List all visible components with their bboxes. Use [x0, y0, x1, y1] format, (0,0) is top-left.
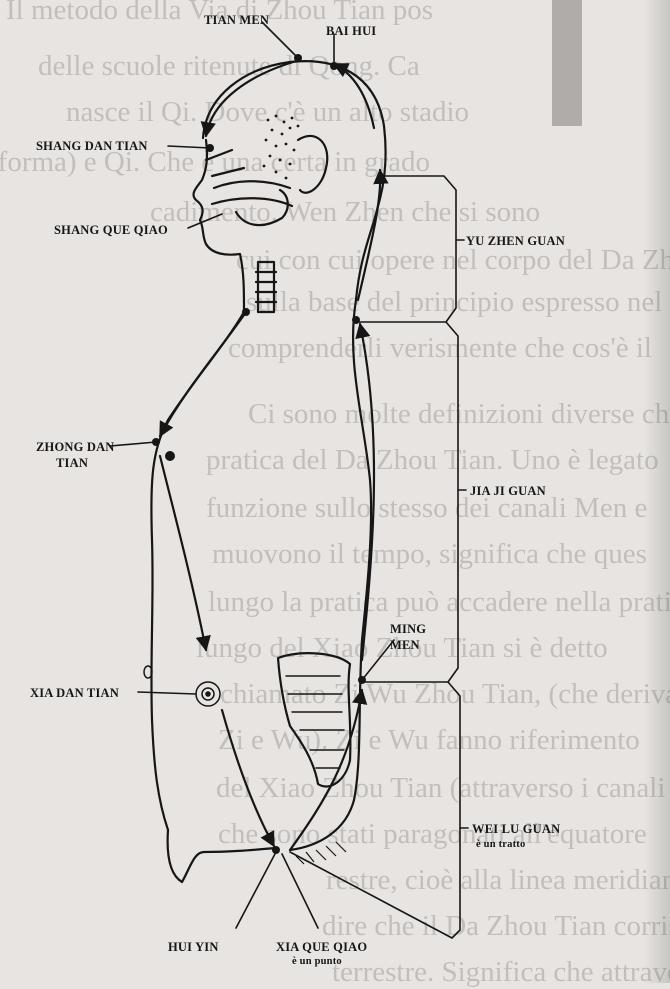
xia-dan-tian-target: [143, 665, 221, 707]
back-channel-4: [332, 62, 376, 130]
label-wei-lu-guan: WEI LU GUAN: [472, 822, 561, 836]
leader-tian-men: [261, 21, 299, 59]
label-yu-zhen-guan: YU ZHEN GUAN: [466, 234, 565, 248]
mouth-cavity: [210, 180, 294, 227]
leader-shang-que-qiao: [187, 213, 223, 229]
drop-cap-bleed: [552, 0, 582, 126]
front-channel: [200, 58, 302, 138]
leader-zhong-dan-tian: [109, 441, 157, 447]
front-body-line: [150, 310, 246, 832]
label-zhong-dan-tian-line2: TIAN: [56, 456, 89, 470]
bracket-wei-lu-guan: [289, 681, 461, 939]
label-bai-hui: BAI HUI: [326, 24, 377, 38]
label-ming-men-line1: MING: [390, 622, 427, 636]
node-zhong-dan-tian: [152, 438, 160, 446]
front-channel-lower-1: [158, 310, 248, 438]
node-hui-yin: [272, 846, 280, 854]
label-ming-men-line2: MEN: [390, 638, 420, 652]
back-channel-1: [288, 688, 368, 852]
head-outline: [201, 60, 387, 302]
nose-line: [204, 148, 246, 178]
label-wei-lu-guan-note: è un tratto: [476, 839, 526, 850]
leader-xia-que-qiao: [281, 853, 319, 929]
label-zhong-dan-tian-line1: ZHONG DAN: [36, 440, 115, 454]
node-jia-ji: [352, 316, 360, 324]
leader-xia-dan-tian: [137, 691, 197, 695]
label-xia-que-qiao-note: è un punto: [292, 956, 342, 967]
sacrum-detail: [285, 675, 345, 769]
front-channel-lower-3: [220, 708, 276, 848]
label-xia-dan-tian: XIA DAN TIAN: [30, 686, 119, 700]
label-shang-que-qiao: SHANG QUE QIAO: [54, 223, 168, 237]
back-channel-2: [355, 322, 376, 662]
label-jia-ji-guan: JIA JI GUAN: [470, 484, 546, 498]
leader-hui-yin: [235, 851, 277, 929]
bracket-jia-ji-guan: [361, 321, 459, 683]
perineum-hatching: [295, 841, 347, 865]
label-hui-yin: HUI YIN: [168, 940, 219, 954]
page-binding-shadow: [644, 0, 670, 983]
node-ming-men: [358, 676, 366, 684]
label-tian-men: TIAN MEN: [204, 13, 270, 27]
back-body-line: [288, 298, 373, 852]
front-channel-lower-2: [158, 454, 211, 652]
face-profile: [192, 138, 246, 314]
label-xia-que-qiao: XIA QUE QIAO: [276, 940, 368, 954]
node-yu-zhen: [378, 176, 386, 184]
node-bai-hui: [330, 62, 338, 70]
hair-stipple: [262, 114, 300, 180]
cervical-spine: [254, 260, 278, 314]
ear: [296, 134, 329, 194]
label-shang-dan-tian: SHANG DAN TIAN: [36, 139, 148, 153]
leader-shang-dan-tian: [167, 145, 211, 149]
sacrum: [276, 652, 352, 788]
node-neck: [242, 308, 250, 316]
lower-body: [166, 828, 278, 884]
node-tian-men: [294, 54, 302, 62]
nipple: [165, 451, 175, 461]
leader-ming-men: [361, 639, 395, 681]
node-shang-dan-tian: [206, 144, 214, 152]
bracket-yu-zhen-guan: [355, 175, 457, 323]
